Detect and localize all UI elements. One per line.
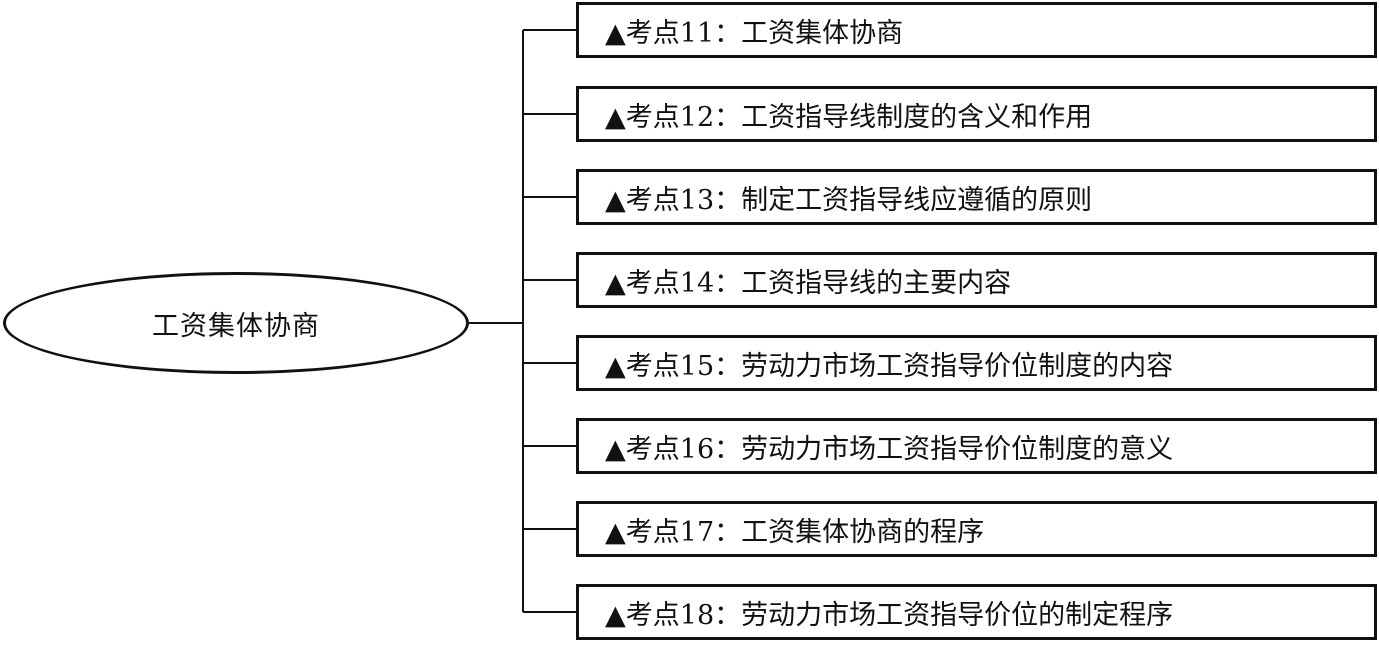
topic-box-16: ▲考点16：劳动力市场工资指导价位制度的意义 <box>576 418 1377 474</box>
topic-box-11: ▲考点11：工资集体协商 <box>576 2 1377 58</box>
topic-label: ▲考点15：劳动力市场工资指导价位制度的内容 <box>605 350 1174 382</box>
topic-label: ▲考点14：工资指导线的主要内容 <box>605 267 1012 299</box>
topic-box-12: ▲考点12：工资指导线制度的含义和作用 <box>576 86 1377 142</box>
topic-label: ▲考点11：工资集体协商 <box>605 17 904 49</box>
topic-label: ▲考点12：工资指导线制度的含义和作用 <box>605 101 1093 133</box>
center-topic-label: 工资集体协商 <box>152 310 320 342</box>
topic-box-18: ▲考点18：劳动力市场工资指导价位的制定程序 <box>576 584 1377 640</box>
topic-box-14: ▲考点14：工资指导线的主要内容 <box>576 252 1377 308</box>
topic-box-17: ▲考点17：工资集体协商的程序 <box>576 501 1377 557</box>
topic-box-15: ▲考点15：劳动力市场工资指导价位制度的内容 <box>576 335 1377 391</box>
topic-label: ▲考点13：制定工资指导线应遵循的原则 <box>605 184 1093 216</box>
topic-label: ▲考点17：工资集体协商的程序 <box>605 516 985 548</box>
center-topic-node: 工资集体协商 <box>3 272 469 374</box>
topic-label: ▲考点18：劳动力市场工资指导价位的制定程序 <box>605 599 1174 631</box>
topic-box-13: ▲考点13：制定工资指导线应遵循的原则 <box>576 169 1377 225</box>
topic-label: ▲考点16：劳动力市场工资指导价位制度的意义 <box>605 433 1174 465</box>
